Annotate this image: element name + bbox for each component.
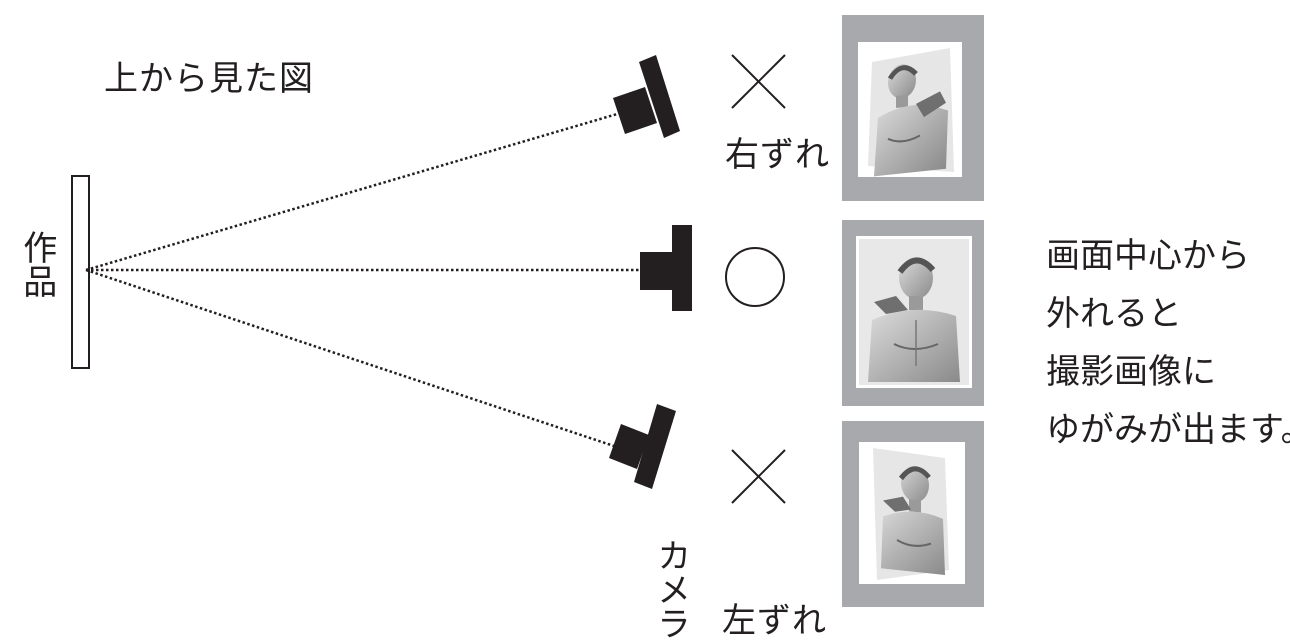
statue-image-center (859, 239, 969, 385)
statue-image-right (868, 48, 954, 177)
photo-frame-left (842, 421, 984, 607)
camera-label-text: カメラ (650, 538, 691, 640)
right-shift-label: 右ずれ (725, 135, 830, 175)
sight-lines (85, 110, 642, 450)
note-line: 撮影画像に (1046, 352, 1216, 392)
photo-frame-center (842, 220, 984, 406)
camera-label: カメラ (650, 538, 692, 640)
cross-mark-right (731, 54, 786, 109)
artwork-label: 作品 (16, 230, 57, 298)
circle-mark-center (725, 247, 785, 307)
sight-line-right (85, 110, 625, 272)
left-shift-label: 左ずれ (722, 601, 827, 641)
sight-line-left (85, 268, 621, 450)
note-line: 画面中心から (1046, 236, 1250, 276)
cross-mark-left (731, 449, 786, 504)
note-line: ゆがみが出ます。 (1046, 410, 1290, 450)
photo-center (856, 236, 972, 388)
artwork-board (71, 175, 90, 369)
photo-frame-right (842, 15, 984, 201)
photo-right (858, 42, 962, 177)
note-line: 外れると (1046, 294, 1182, 334)
camera-left-icon (609, 404, 676, 489)
diagram-title: 上から見た図 (104, 59, 314, 99)
explanation-note: 画面中心から 外れると 撮影画像に ゆがみが出ます。 (1046, 227, 1290, 459)
photo-left (859, 442, 965, 584)
statue-image-left (873, 448, 949, 580)
camera-center-icon (640, 225, 692, 311)
camera-right-icon (613, 55, 680, 138)
artwork-label-text: 作品 (16, 230, 57, 298)
